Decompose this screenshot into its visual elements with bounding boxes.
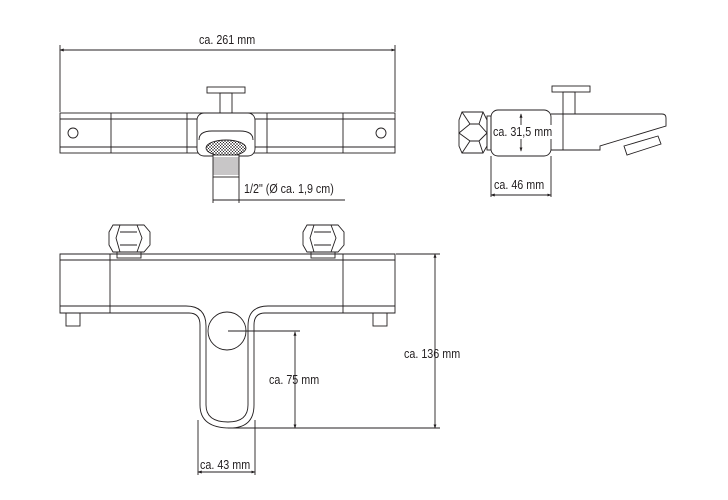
top-view [59,45,396,203]
side-view [458,85,667,197]
spout-height-dimension-label: ca. 75 mm [269,373,320,387]
width-dimension-label: ca. 261 mm [199,33,256,47]
nut-left [108,224,151,259]
total-height-dimension-label: ca. 136 mm [404,347,461,361]
nut-right [302,224,345,259]
side-depth-dimension-label: ca. 46 mm [494,178,545,192]
side-height-dimension-label: ca. 31,5 mm [493,125,553,139]
spout-width-dimension-label: ca. 43 mm [200,458,251,472]
front-view [59,224,440,475]
connector-dimension-label: 1/2" (Ø ca. 1,9 cm) [244,182,334,196]
